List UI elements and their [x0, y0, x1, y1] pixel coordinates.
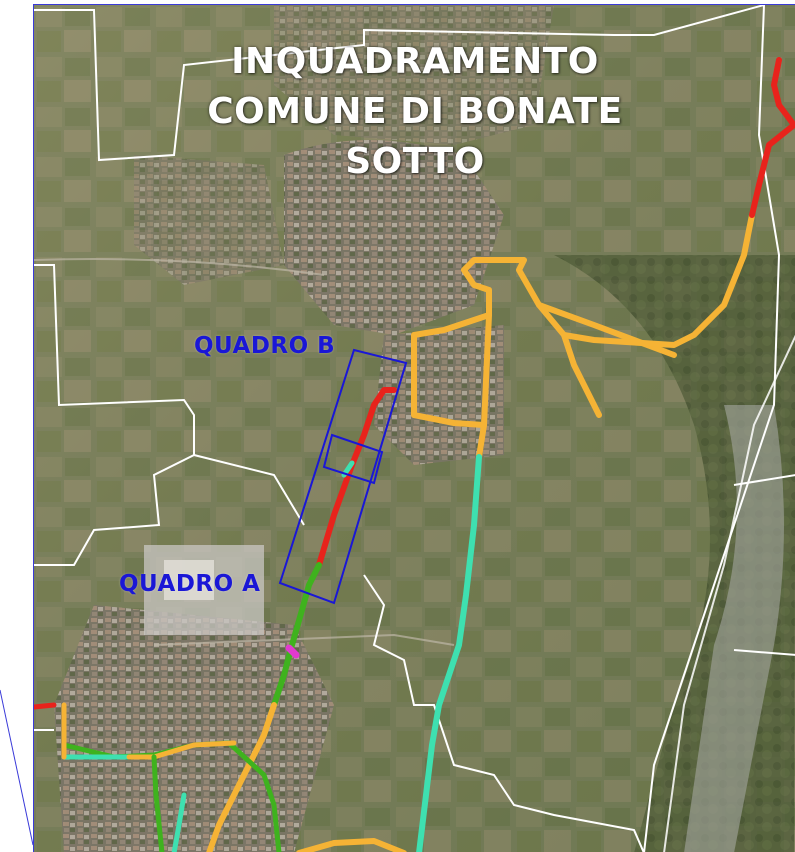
river-bed — [684, 405, 784, 852]
municipal-boundary — [733, 474, 795, 486]
route-segment-cyan — [416, 454, 482, 852]
route-cycle-path-orange — [561, 212, 755, 348]
quadro-a-frame — [278, 348, 408, 605]
aerial-map — [34, 5, 795, 852]
municipal-boundary — [363, 574, 645, 852]
route-cycle-path-orange — [476, 312, 492, 460]
road — [153, 633, 455, 646]
municipal-boundary — [733, 649, 795, 656]
route-cycle-path-orange — [126, 740, 237, 760]
province-boundary — [663, 334, 795, 852]
municipal-boundary — [193, 454, 305, 526]
map-viewport[interactable]: INQUADRAMENTO COMUNE DI BONATE SOTTO QUA… — [33, 4, 795, 852]
quadro-a-label[interactable]: QUADRO A — [119, 571, 261, 597]
route-cycle-path-orange — [411, 257, 677, 428]
route-segment-red — [316, 387, 397, 568]
route-segment-magenta — [285, 644, 300, 659]
quadro-detail-frame — [322, 433, 384, 485]
warehouse-roof — [164, 560, 214, 600]
municipal-boundary — [34, 5, 765, 162]
urban-area-south — [54, 605, 334, 852]
urban-area-center — [374, 325, 504, 465]
route-segment-green — [271, 562, 322, 708]
route-segment-green — [151, 754, 165, 852]
urban-area-top — [274, 5, 554, 145]
route-segment-cyan — [171, 792, 187, 852]
quadro-b-label[interactable]: QUADRO B — [194, 333, 336, 359]
urban-area-north — [284, 140, 504, 335]
industrial-area-west — [134, 155, 284, 285]
road — [34, 258, 325, 276]
route-cycle-path-orange — [536, 302, 602, 418]
route-cycle-path-orange — [296, 838, 407, 852]
route-cycle-path-orange — [206, 702, 277, 852]
route-segment-red — [34, 702, 57, 710]
route-segment-red — [749, 57, 795, 218]
municipal-boundary — [643, 5, 781, 852]
